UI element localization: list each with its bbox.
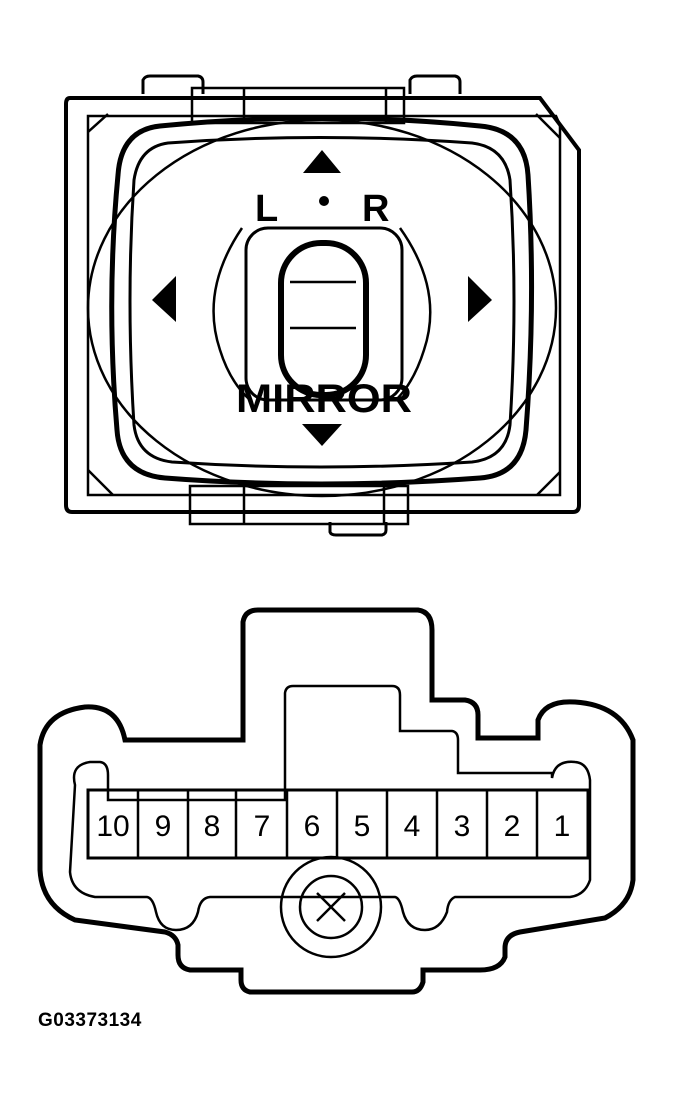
pin-7: 7 — [254, 810, 271, 843]
pin-2: 2 — [504, 810, 521, 843]
figure-id-caption: G03373134 — [38, 1010, 142, 1031]
selector-dot-icon — [319, 196, 329, 206]
pin-5: 5 — [354, 810, 371, 843]
pin-8: 8 — [204, 810, 221, 843]
pin-4: 4 — [404, 810, 421, 843]
circle-x-icon — [316, 892, 346, 922]
pin-9: 9 — [155, 810, 172, 843]
arrow-up-icon — [303, 150, 341, 173]
pin-3: 3 — [454, 810, 471, 843]
pin-6: 6 — [304, 810, 321, 843]
pin-10: 10 — [96, 810, 129, 843]
arrow-down-icon — [302, 424, 342, 446]
arrow-right-icon — [468, 276, 492, 322]
mirror-switch-body — [64, 74, 581, 537]
label-mirror: MIRROR — [236, 377, 412, 421]
label-left: L — [255, 188, 278, 230]
arrow-left-icon — [152, 276, 176, 322]
pin-dividers — [136, 790, 539, 858]
pin-1: 1 — [554, 810, 571, 843]
label-right: R — [362, 188, 389, 230]
